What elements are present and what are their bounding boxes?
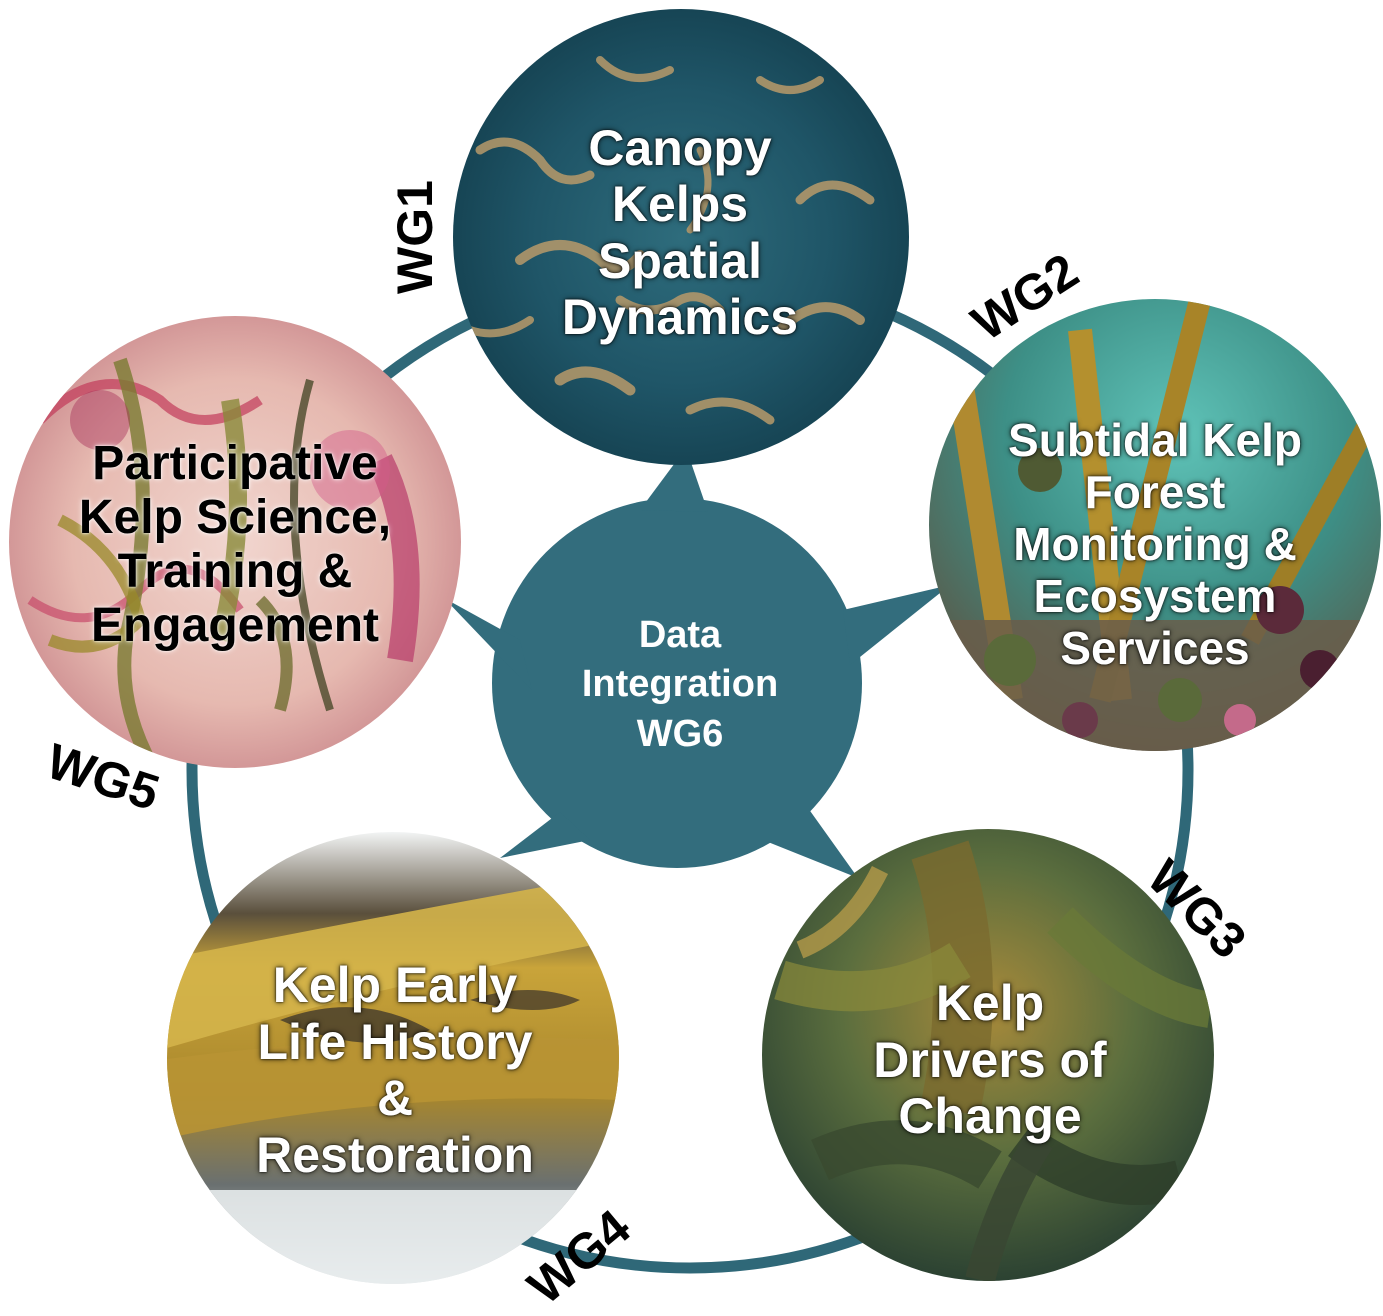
center-line: Data (638, 613, 722, 656)
wg3-title: Kelp Drivers of Change (850, 960, 1130, 1160)
title-line: Spatial (598, 232, 762, 289)
title-line: & (376, 1070, 414, 1126)
title-line: Subtidal Kelp (1008, 414, 1302, 467)
title-line: Kelps (611, 176, 749, 232)
title-line: Engagement (90, 599, 380, 653)
title-line: Monitoring & (1013, 518, 1297, 571)
wg4-title: Kelp Early Life History & Restoration (230, 940, 560, 1200)
center-line: Integration (581, 663, 779, 706)
title-line: Ecosystem (1033, 569, 1277, 622)
title-line: Participative (92, 436, 378, 490)
title-line: Kelp (935, 975, 1045, 1032)
wg2-title: Subtidal Kelp Forest Monitoring & Ecosys… (960, 385, 1350, 705)
title-line: Canopy (588, 119, 772, 176)
wg3-photo-circle (762, 829, 1214, 1281)
central-hub (444, 448, 950, 878)
wg1-title: Canopy Kelps Spatial Dynamics (530, 100, 830, 365)
title-line: Forest (1084, 466, 1226, 519)
title-line: Training & (117, 545, 353, 598)
wg1-photo-circle (453, 9, 909, 465)
title-line: Dynamics (561, 289, 799, 345)
title-line: Restoration (256, 1126, 534, 1183)
title-line: Kelp Science, (78, 490, 392, 544)
center-line: WG6 (636, 712, 724, 755)
title-line: Life History (257, 1013, 533, 1070)
center-label: Data Integration WG6 (540, 600, 820, 770)
title-line: Change (898, 1088, 1082, 1145)
wg5-photo-circle (9, 316, 461, 768)
title-line: Drivers of (873, 1031, 1107, 1088)
title-line: Services (1060, 621, 1250, 674)
wg1-tag: WG1 (386, 180, 443, 294)
wg5-title: Participative Kelp Science, Training & E… (40, 415, 430, 675)
title-line: Kelp Early (272, 957, 518, 1013)
